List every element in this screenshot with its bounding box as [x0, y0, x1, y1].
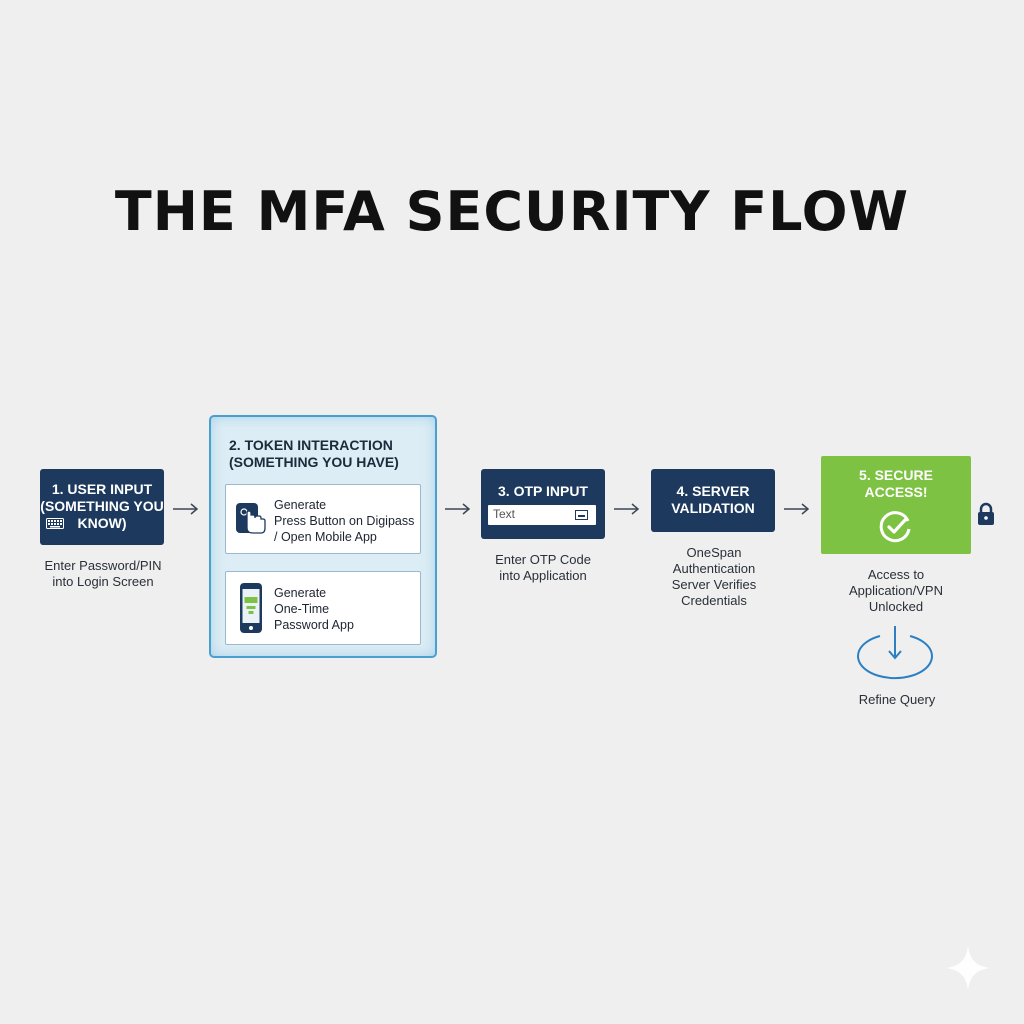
token-option-digipass-text: Generate Press Button on Digipass / Open…	[274, 498, 415, 544]
page-title: THE MFA SECURITY FLOW	[114, 180, 910, 243]
sparkle-icon	[946, 946, 990, 990]
flow-arrow-icon	[784, 503, 810, 515]
keyboard-icon	[46, 518, 64, 529]
step-user-input-box: 1. USER INPUT (SOMETHING YOU KNOW)	[40, 469, 164, 545]
token-option-mobile-app-text: Generate One-Time Password App	[274, 586, 354, 632]
step-server-validation-caption: OneSpan Authentication Server Verifies C…	[671, 545, 757, 608]
step-secure-access-caption: Access to Application/VPN Unlocked	[849, 567, 943, 614]
step-token-interaction-panel: 2. TOKEN INTERACTION (SOMETHING YOU HAVE…	[209, 415, 437, 658]
otp-text-field[interactable]: Text	[488, 505, 596, 525]
flow-arrow-icon	[614, 503, 640, 515]
otp-field-placeholder: Text	[493, 507, 516, 521]
step-otp-input-caption: Enter OTP Code into Application	[495, 552, 591, 583]
token-option-mobile-app: Generate One-Time Password App	[225, 571, 421, 645]
refine-query-label[interactable]: Refine Query	[858, 692, 936, 707]
refine-down-arrow-icon[interactable]	[856, 626, 934, 686]
hand-press-button-icon	[236, 503, 266, 534]
check-circle-icon	[879, 511, 911, 543]
step-otp-input-label: 3. OTP INPUT	[498, 483, 588, 499]
flow-arrow-icon	[445, 503, 471, 515]
token-option-digipass: Generate Press Button on Digipass / Open…	[225, 484, 421, 554]
mobile-phone-icon	[240, 583, 262, 633]
flow-arrow-icon	[173, 503, 199, 515]
step-secure-access-box: 5. SECURE ACCESS!	[821, 456, 971, 554]
step-token-interaction-label: 2. TOKEN INTERACTION (SOMETHING YOU HAVE…	[229, 437, 399, 470]
lock-icon	[978, 502, 994, 525]
step-user-input-caption: Enter Password/PIN into Login Screen	[44, 558, 162, 589]
step-user-input-label: 1. USER INPUT (SOMETHING YOU KNOW)	[40, 481, 164, 531]
step-server-validation-label: 4. SERVER VALIDATION	[671, 483, 755, 516]
step-secure-access-label: 5. SECURE ACCESS!	[859, 467, 933, 500]
step-server-validation-box: 4. SERVER VALIDATION	[651, 469, 775, 532]
step-otp-input-box: 3. OTP INPUT Text	[481, 469, 605, 539]
keyboard-key-icon	[575, 510, 588, 520]
